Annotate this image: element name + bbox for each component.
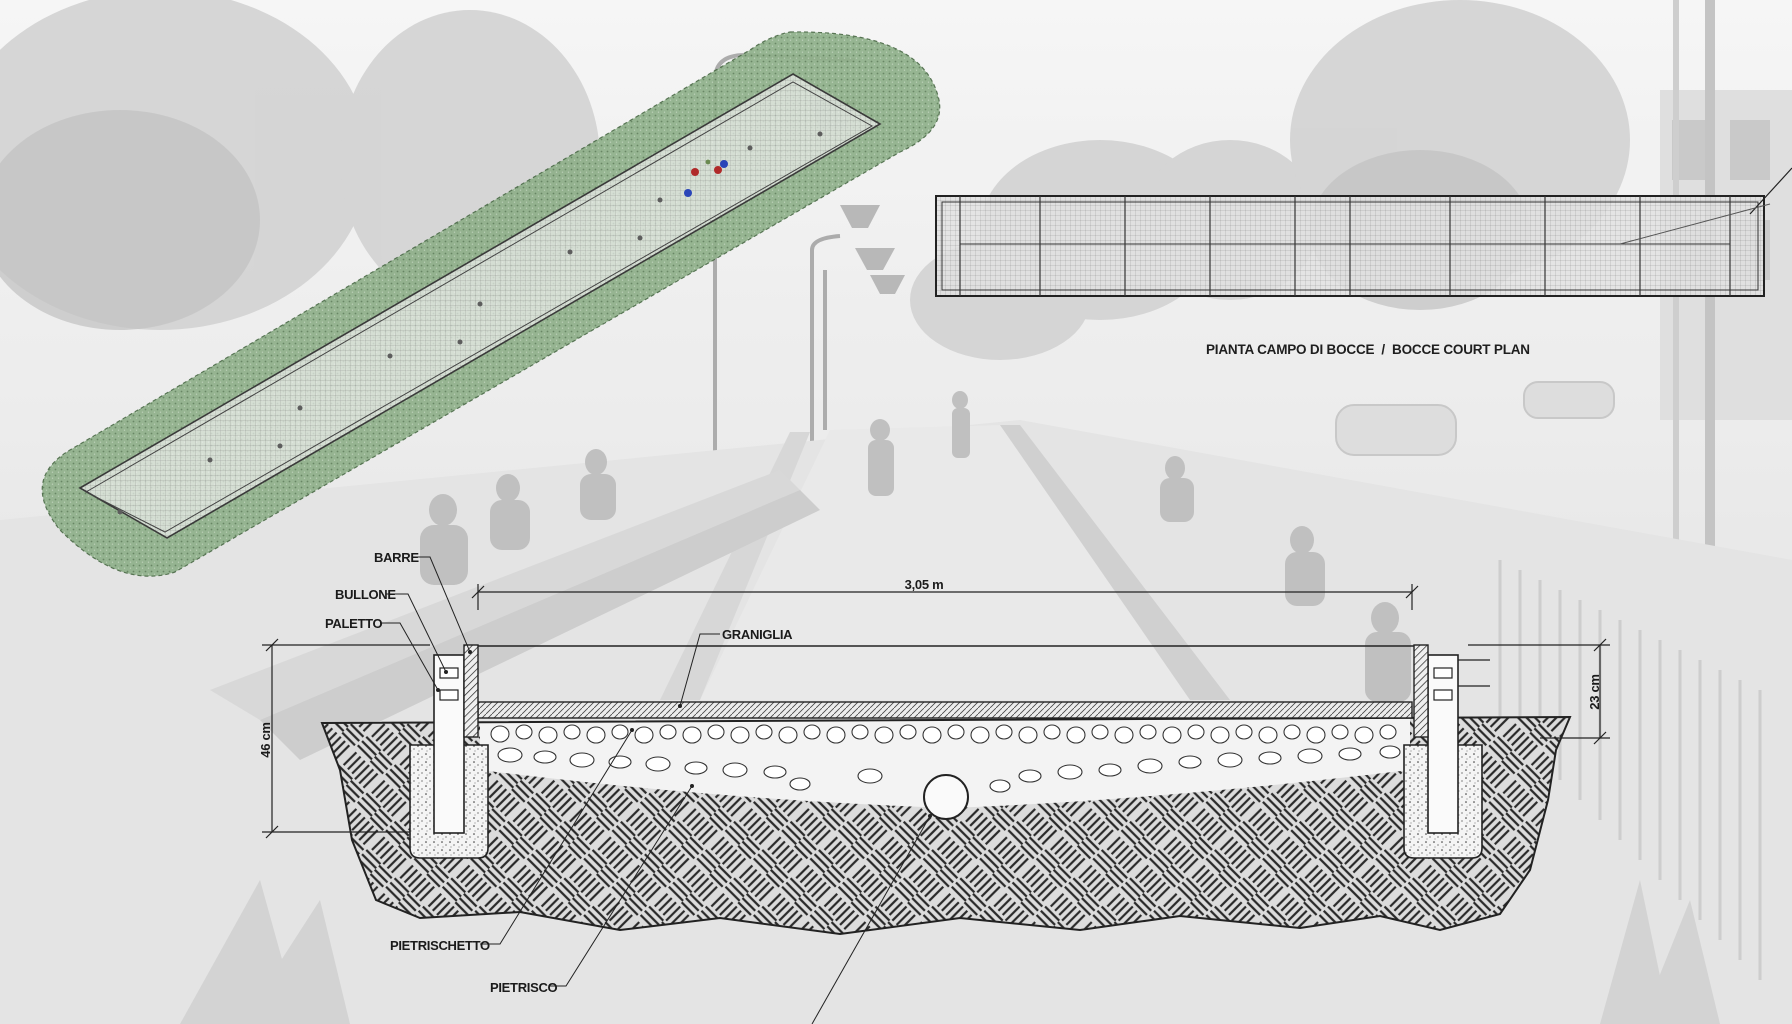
label-graniglia: GRANIGLIA [722, 627, 793, 642]
label-bullone: BULLONE [335, 587, 396, 602]
width-dimension-label: 3,05 m [905, 577, 944, 592]
label-barre: BARRE [374, 550, 419, 565]
court-frame [78, 73, 882, 539]
right-post [1427, 654, 1459, 834]
bocce-balls [684, 159, 728, 197]
court-axonometric [41, 31, 941, 577]
right-board [1413, 644, 1429, 738]
width-dimension [471, 584, 1419, 610]
label-paletto: PALETTO [325, 616, 383, 631]
right-height-dimension [1468, 638, 1610, 745]
court-cross-section: 3,05 m 46 cm 23 cm [258, 550, 1610, 1024]
left-board [463, 644, 479, 738]
label-pietrisco: PIETRISCO [490, 980, 558, 995]
court-plan-elevation [935, 167, 1792, 297]
right-height-label: 23 cm [1587, 674, 1602, 709]
plan-title: PIANTA CAMPO DI BOCCE / BOCCE COURT PLAN [1206, 342, 1530, 357]
left-height-label: 46 cm [258, 722, 273, 757]
drain-pipe [923, 774, 969, 820]
left-post [433, 654, 465, 834]
label-pietrischetto: PIETRISCHETTO [390, 938, 490, 953]
left-height-dimension [262, 638, 430, 839]
